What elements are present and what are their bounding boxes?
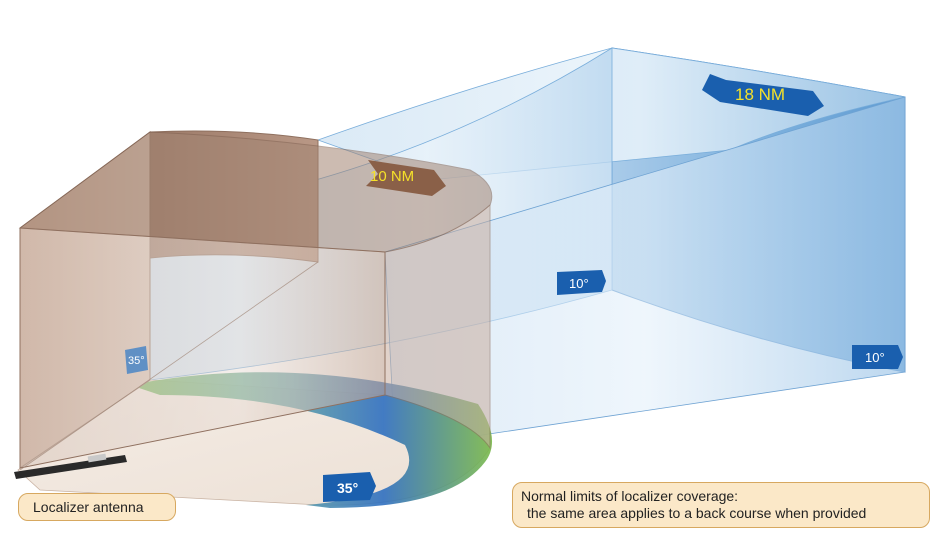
- localizer-antenna-label: Localizer antenna: [33, 499, 144, 515]
- localizer-antenna-callout: Localizer antenna: [18, 493, 176, 521]
- svg-text:10°: 10°: [569, 276, 589, 291]
- svg-text:35°: 35°: [337, 480, 358, 496]
- flag-10-nm: 10 NM: [366, 160, 446, 196]
- coverage-note-callout: Normal limits of localizer coverage: the…: [512, 482, 930, 528]
- flag-18-nm: 18 NM: [702, 74, 824, 116]
- antenna-ray: [19, 261, 319, 471]
- flag-10-deg-near: 10°: [557, 270, 606, 295]
- coverage-note-line-2: the same area applies to a back course w…: [527, 505, 867, 521]
- flag-35-deg-vertical: 35°: [125, 346, 148, 374]
- coverage-note-line-1: Normal limits of localizer coverage:: [521, 488, 739, 504]
- svg-text:35°: 35°: [128, 355, 145, 367]
- flag-10-deg-far: 10°: [852, 345, 903, 369]
- antenna-element: [87, 453, 107, 463]
- svg-text:10°: 10°: [865, 350, 885, 365]
- localizer-antenna: [14, 455, 127, 479]
- coverage-ground-arc: [130, 372, 493, 508]
- brown-sector-cylinder: [384, 203, 491, 450]
- flag-35-deg-ground: 35°: [323, 472, 376, 502]
- svg-text:10 NM: 10 NM: [370, 168, 414, 185]
- svg-text:18 NM: 18 NM: [735, 85, 785, 104]
